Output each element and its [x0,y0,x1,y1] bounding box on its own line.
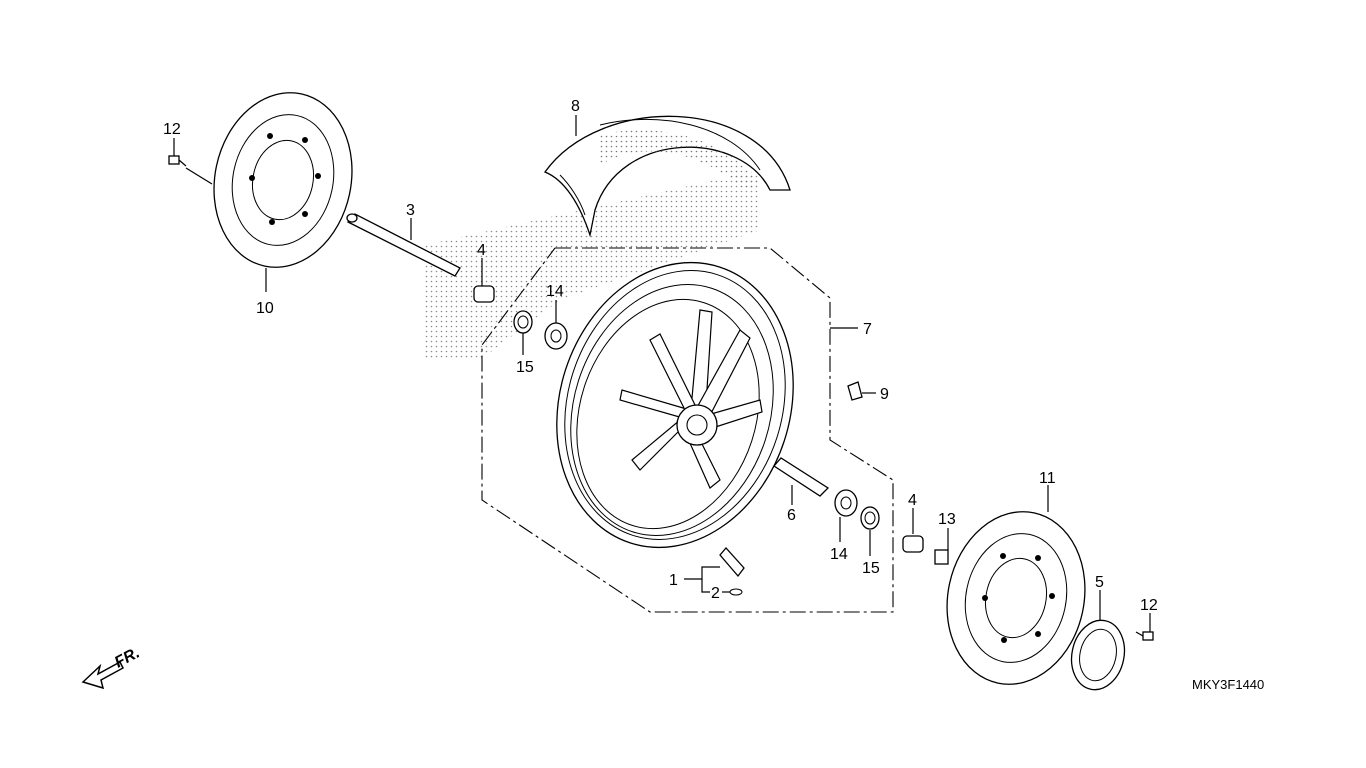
callout-14-right: 14 [830,546,848,563]
callout-5: 5 [1095,574,1104,591]
callout-7: 7 [863,321,872,338]
bolt-right [1135,631,1154,641]
callout-3: 3 [406,202,415,219]
collar-right [902,535,924,553]
seal-right [860,506,880,530]
callout-15-right: 15 [862,560,880,577]
shadow-stipple [425,170,760,360]
leader-lines [173,115,1151,632]
tire [543,115,791,238]
callout-11: 11 [1039,470,1056,487]
collar-left [473,285,495,303]
callout-4-right: 4 [908,492,917,509]
callout-13: 13 [938,511,956,528]
callout-12-left: 12 [163,121,181,138]
distance-collar [773,457,830,497]
valve [719,547,745,596]
balance-weight [847,381,863,401]
left-brake-disc [213,92,353,268]
sensor-plate [1070,619,1126,691]
front-direction-arrow-icon [81,660,124,690]
assembly-boundary [481,247,894,613]
bolt-13 [934,549,949,565]
wheel [556,261,794,549]
diagram-code: MKY3F1440 [1192,677,1264,692]
callout-1: 1 [669,572,678,589]
callout-8: 8 [571,98,580,115]
callout-14-left: 14 [546,283,564,300]
callout-12-right: 12 [1140,597,1158,614]
callout-2: 2 [711,585,720,602]
callout-4-left: 4 [477,242,486,259]
seal-left [513,310,533,334]
callout-6: 6 [787,507,796,524]
right-brake-disc [946,511,1086,685]
callout-15-left: 15 [516,359,534,376]
bolt-left [168,155,187,167]
axle [346,213,461,277]
bearing-right [834,489,858,517]
callout-10: 10 [256,300,274,317]
bearing-left [544,322,568,350]
callout-9: 9 [880,386,889,403]
